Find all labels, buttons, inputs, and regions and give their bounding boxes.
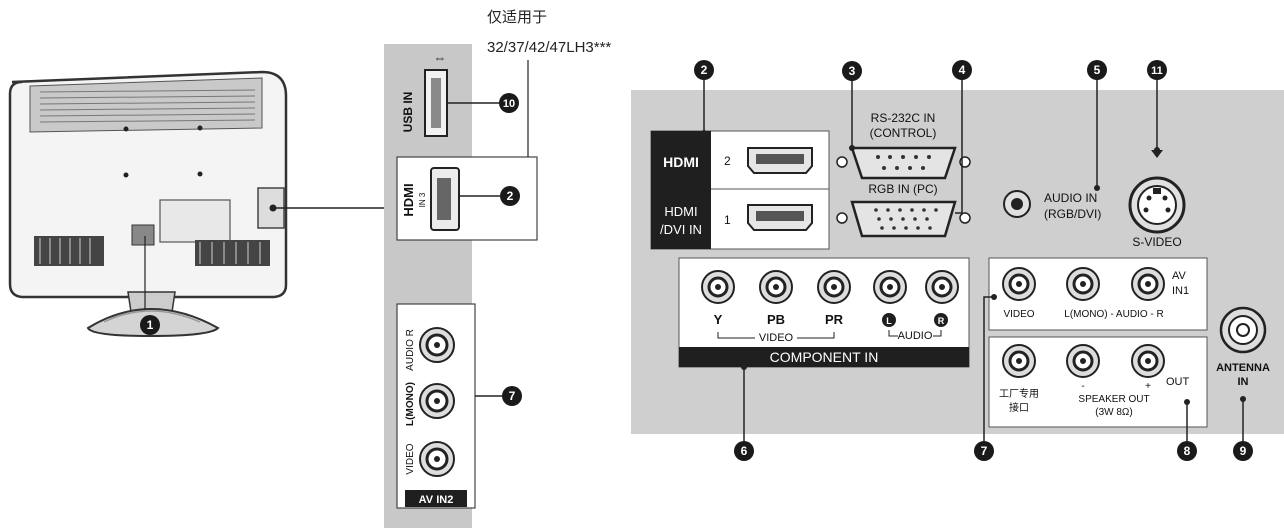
av1-audio-r-jack	[1131, 267, 1165, 301]
side-video-label: VIDEO	[405, 443, 416, 474]
speaker-plus-jack	[1131, 344, 1165, 378]
callout-2-rear-label: 2	[701, 63, 708, 77]
callout-4-label: 4	[959, 63, 966, 77]
comp-pr-label: PR	[825, 312, 844, 327]
callout-3: 3	[842, 61, 862, 81]
hdmi1-num: 1	[724, 213, 731, 227]
side-audio-l-jack	[419, 383, 455, 419]
callout-7-rear: 7	[974, 441, 994, 461]
speaker-out-label: SPEAKER OUT	[1078, 394, 1149, 405]
side-hdmi-sub: IN 3	[418, 192, 427, 207]
comp-y-label: Y	[714, 312, 723, 327]
usb-icon: ⇔	[434, 50, 447, 65]
component-in-label: COMPONENT IN	[770, 349, 879, 365]
rs232-label-b: (CONTROL)	[870, 126, 937, 140]
callout-2-side: 2	[500, 186, 520, 206]
s-video-port	[1128, 176, 1186, 234]
hdmi1-label-a: HDMI	[664, 204, 697, 219]
component-y-jack	[701, 270, 735, 304]
rs232-port	[850, 146, 957, 180]
callout-7-side-label: 7	[509, 389, 516, 403]
speaker-minus-label: -	[1081, 381, 1084, 392]
callout-8-label: 8	[1184, 444, 1191, 458]
rgb-in-label: RGB IN (PC)	[868, 182, 937, 196]
av-in2-label: AV IN2	[419, 494, 454, 506]
comp-audio-label: AUDIO	[898, 330, 933, 342]
av1-video-label: VIDEO	[1003, 309, 1034, 320]
av1-label-a: AV	[1172, 270, 1187, 282]
usb-in-label: USB IN	[401, 92, 415, 133]
component-audio-l-jack	[873, 270, 907, 304]
av1-audio-l-jack	[1066, 267, 1100, 301]
antenna-label-b: IN	[1238, 376, 1249, 388]
callout-2-rear: 2	[694, 60, 714, 80]
factory-label-b: 接口	[1009, 401, 1029, 414]
side-video-jack	[419, 441, 455, 477]
hdmi1-label-b: /DVI IN	[660, 222, 702, 237]
factory-label-a: 工厂专用	[999, 387, 1039, 400]
component-pb-jack	[759, 270, 793, 304]
callout-5-label: 5	[1094, 63, 1101, 77]
callout-1: 1	[140, 315, 160, 335]
callout-10: 10	[499, 93, 519, 113]
comp-r-label: R	[938, 316, 945, 326]
callout-5: 5	[1087, 60, 1107, 80]
s-video-label: S-VIDEO	[1132, 235, 1181, 249]
callout-9-label: 9	[1240, 444, 1247, 458]
component-pr-jack	[817, 270, 851, 304]
side-hdmi-logo: HDMI	[401, 183, 416, 216]
rs232-label-a: RS-232C IN	[871, 111, 936, 125]
comp-l-label: L	[886, 316, 892, 326]
speaker-plus-label: +	[1145, 381, 1151, 392]
callout-2-side-label: 2	[507, 189, 514, 203]
callout-8: 8	[1177, 441, 1197, 461]
callout-1-label: 1	[147, 318, 154, 332]
callout-7-side: 7	[502, 386, 522, 406]
callout-10-label: 10	[503, 98, 515, 110]
out-label: OUT	[1166, 376, 1190, 388]
note-line-1: 仅适用于	[487, 9, 547, 26]
hdmi2-label: HDMI	[663, 154, 699, 170]
note-line-2: 32/37/42/47LH3***	[487, 39, 611, 56]
comp-video-label: VIDEO	[759, 332, 794, 344]
callout-4: 4	[952, 60, 972, 80]
component-audio-r-jack	[925, 270, 959, 304]
speaker-spec-label: (3W 8Ω)	[1095, 407, 1132, 418]
tv-back-illustration	[8, 70, 288, 338]
side-audio-l-label: L(MONO)	[405, 382, 416, 426]
audio-in-label-a: AUDIO IN	[1044, 191, 1097, 205]
antenna-port	[1219, 306, 1267, 354]
av1-audio-label: L(MONO) - AUDIO - R	[1064, 309, 1163, 320]
av1-label-b: IN1	[1172, 285, 1189, 297]
factory-jack	[1002, 344, 1036, 378]
callout-11: 11	[1147, 60, 1167, 80]
audio-in-jack	[1003, 190, 1031, 218]
callout-3-label: 3	[849, 64, 856, 78]
antenna-label-a: ANTENNA	[1216, 362, 1270, 374]
rear-panel: HDMI HDMI /DVI IN 2 1 RS-232C IN (CONTRO…	[631, 90, 1284, 434]
side-audio-r-jack	[419, 327, 455, 363]
callout-6: 6	[734, 441, 754, 461]
side-panel: USB IN ⇔ HDMI IN 3 AUDIO R L(MONO) VIDEO	[384, 44, 538, 528]
callout-11-label: 11	[1151, 65, 1163, 77]
speaker-minus-jack	[1066, 344, 1100, 378]
audio-in-label-b: (RGB/DVI)	[1044, 207, 1101, 221]
callout-9: 9	[1233, 441, 1253, 461]
callout-6-label: 6	[741, 444, 748, 458]
hdmi2-num: 2	[724, 154, 731, 168]
callout-7-rear-label: 7	[981, 444, 988, 458]
av1-video-jack	[1002, 267, 1036, 301]
side-audio-r-label: AUDIO R	[405, 329, 416, 371]
comp-pb-label: PB	[767, 312, 785, 327]
